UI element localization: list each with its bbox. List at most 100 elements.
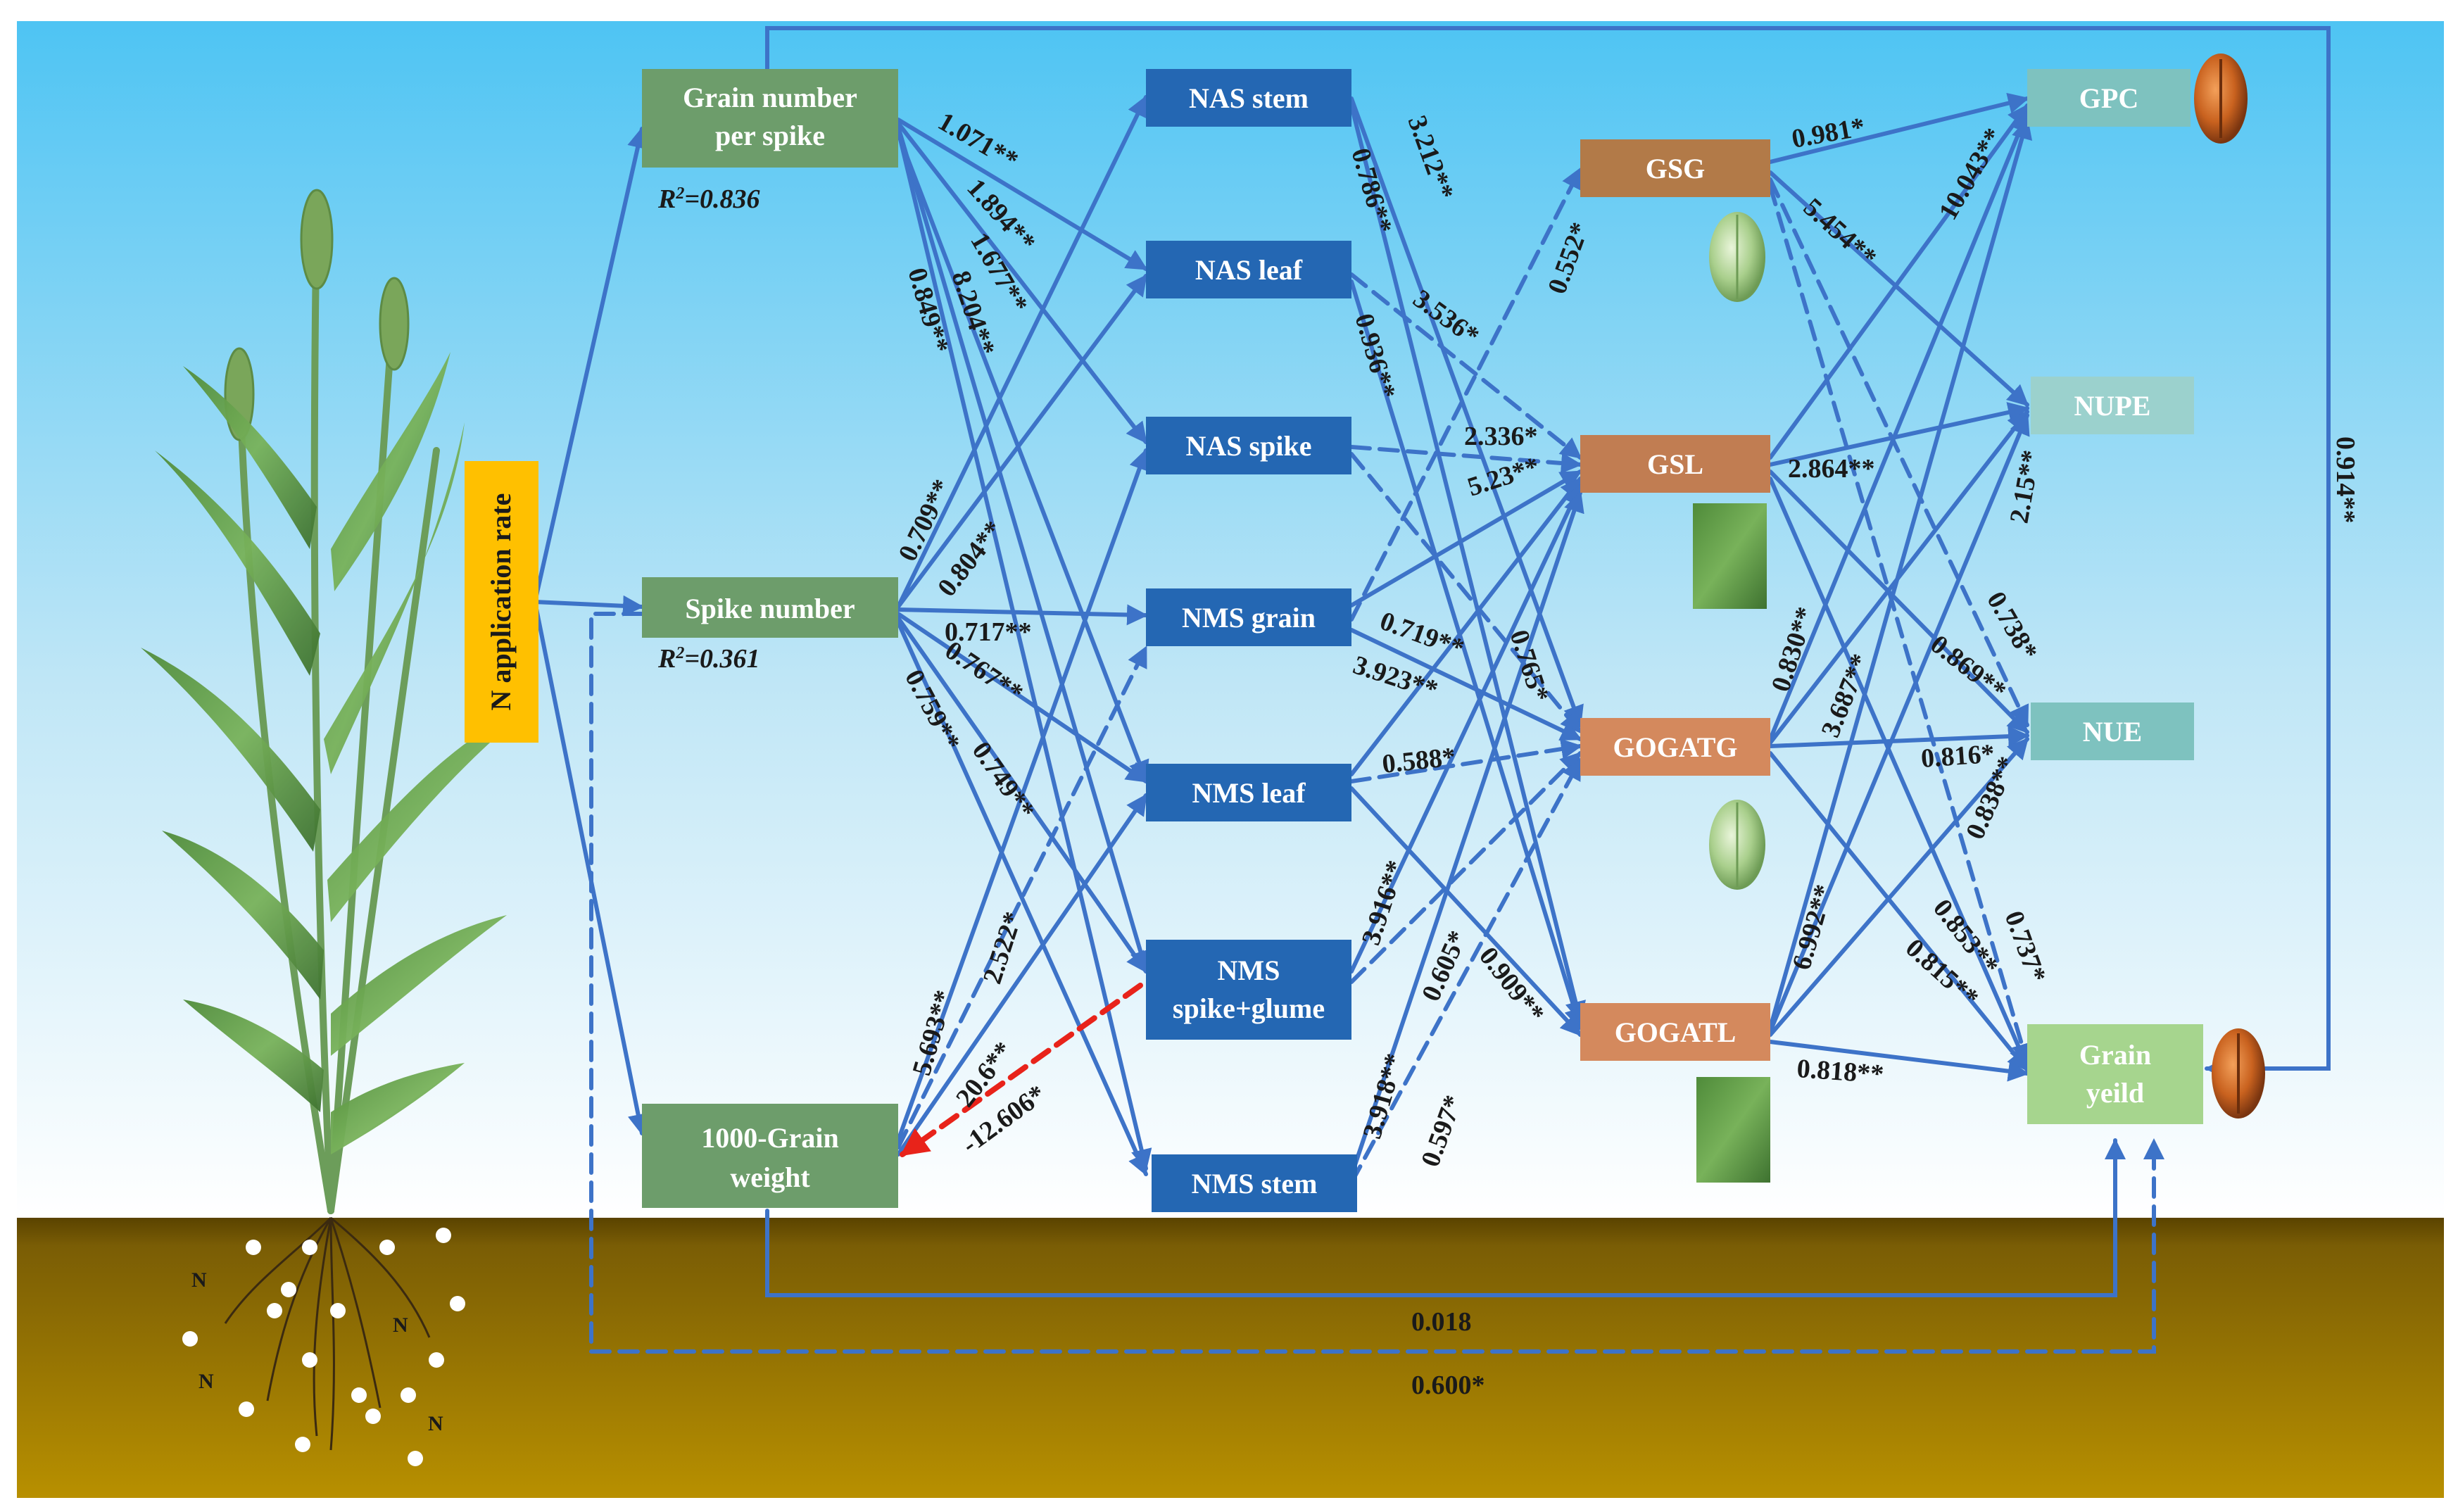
arrow <box>1768 1040 2029 1082</box>
path-coefficient: 2.336* <box>1464 422 1538 451</box>
arrow <box>1768 726 2029 748</box>
wheat-grain-icon <box>2212 1028 2265 1119</box>
green-grain-icon <box>1709 212 1765 302</box>
node-label: NMS stem <box>1192 1168 1318 1199</box>
arrow <box>1349 272 1582 460</box>
r2-label: R2=0.836 <box>657 184 760 214</box>
arrow <box>533 595 644 617</box>
arrow <box>1349 491 1584 1178</box>
node-label: per spike <box>715 120 825 151</box>
arrow <box>896 125 1151 972</box>
node-1000-grain-weight: 1000-Grain weight <box>642 1104 898 1208</box>
arrow <box>1768 402 2029 467</box>
node-spike-number: Spike number <box>642 577 898 638</box>
arrow <box>1768 118 2033 1030</box>
arrow <box>1349 628 1582 741</box>
arrow <box>896 645 1148 1149</box>
arrow <box>589 612 2164 1354</box>
node-label: NAS spike <box>1186 430 1312 462</box>
arrow <box>1349 786 1582 1037</box>
node-nms-spike-glume: NMS spike+glume <box>1146 940 1351 1040</box>
node-grain-number-per-spike: Grain number per spike <box>642 69 898 168</box>
arrow <box>896 121 1148 444</box>
arrow <box>900 983 1143 1157</box>
arrow <box>1768 413 2030 1033</box>
arrow <box>1349 96 1584 727</box>
node-label: N application rate <box>485 493 517 711</box>
node-label: NUPE <box>2074 390 2151 422</box>
path-coefficient: 0.818** <box>1796 1054 1884 1090</box>
soil-n-label: N <box>393 1313 408 1337</box>
green-grain-icon <box>1709 800 1765 890</box>
node-label: Spike number <box>685 593 855 624</box>
node-gpc: GPC <box>2027 69 2191 127</box>
arrow <box>1768 92 2029 164</box>
arrow <box>896 95 1148 609</box>
path-coefficient: 0.018 <box>1411 1307 1472 1337</box>
arrow <box>1768 103 2029 460</box>
arrow <box>1349 452 1582 734</box>
leaf-image-icon <box>1693 503 1767 609</box>
node-label: NMS grain <box>1182 602 1316 634</box>
arrow <box>1349 103 1587 1023</box>
arrow <box>1349 470 1582 607</box>
arrow <box>1768 470 2029 734</box>
arrow <box>896 620 1148 1176</box>
arrow <box>1349 445 1582 474</box>
arrow <box>1349 738 1582 783</box>
wheat-plant-icon: N N N N <box>141 189 535 1466</box>
arrow <box>896 274 1148 609</box>
arrow <box>765 1138 2126 1297</box>
arrow <box>1768 177 2029 727</box>
node-label: NMS <box>1218 955 1280 986</box>
arrow <box>533 600 649 1135</box>
arrow <box>896 132 1149 782</box>
arrow <box>896 128 1152 1171</box>
node-label: NAS leaf <box>1195 254 1303 286</box>
soil-n-label: N <box>428 1412 443 1435</box>
node-label: weight <box>730 1161 810 1193</box>
node-label: Grain <box>2079 1039 2151 1071</box>
node-label: GSL <box>1647 448 1703 480</box>
node-gogatl: GOGATL <box>1580 1003 1770 1061</box>
arrow <box>1768 737 2029 1037</box>
node-n-application-rate: N application rate <box>465 461 538 743</box>
soil-background <box>17 1218 2444 1498</box>
node-gsg: GSG <box>1580 139 1770 197</box>
node-label: NMS leaf <box>1192 777 1306 809</box>
path-coefficient: 2.864** <box>1788 454 1875 484</box>
arrow <box>896 448 1149 1142</box>
node-label: 1000-Grain <box>701 1122 839 1154</box>
arrow <box>1768 111 2030 741</box>
path-coefficient: 0.717** <box>945 617 1032 647</box>
r2-label: R2=0.361 <box>657 644 760 674</box>
node-gsl: GSL <box>1580 435 1770 493</box>
node-nupe: NUPE <box>2031 377 2194 434</box>
arrow <box>533 127 648 604</box>
node-label: spike+glume <box>1173 993 1325 1024</box>
arrow <box>896 118 1148 271</box>
arrow <box>1349 484 1582 974</box>
node-grain-yield: Grain yeild <box>2027 1024 2203 1124</box>
arrow <box>1768 751 2029 1072</box>
arrow <box>1768 170 2029 407</box>
node-nas-spike: NAS spike <box>1146 417 1351 474</box>
soil-n-label: N <box>191 1268 207 1292</box>
arrow <box>1349 758 1582 1185</box>
arrow <box>896 604 1148 626</box>
node-nms-grain: NMS grain <box>1146 588 1351 646</box>
node-label: NUE <box>2083 716 2142 748</box>
wheat-grain-icon <box>2194 53 2248 144</box>
arrow <box>1349 751 1582 984</box>
path-coefficient: 0.914** <box>2331 436 2360 524</box>
node-label: yeild <box>2086 1077 2144 1109</box>
arrow <box>1349 477 1582 776</box>
arrow <box>1349 279 1585 1030</box>
path-coefficient: 0.600* <box>1411 1371 1485 1400</box>
soil-n-label: N <box>198 1370 214 1393</box>
path-coefficient: 0.816* <box>1920 739 1996 774</box>
node-label: GSG <box>1646 153 1705 184</box>
node-nas-leaf: NAS leaf <box>1146 241 1351 298</box>
node-nue: NUE <box>2031 703 2194 760</box>
